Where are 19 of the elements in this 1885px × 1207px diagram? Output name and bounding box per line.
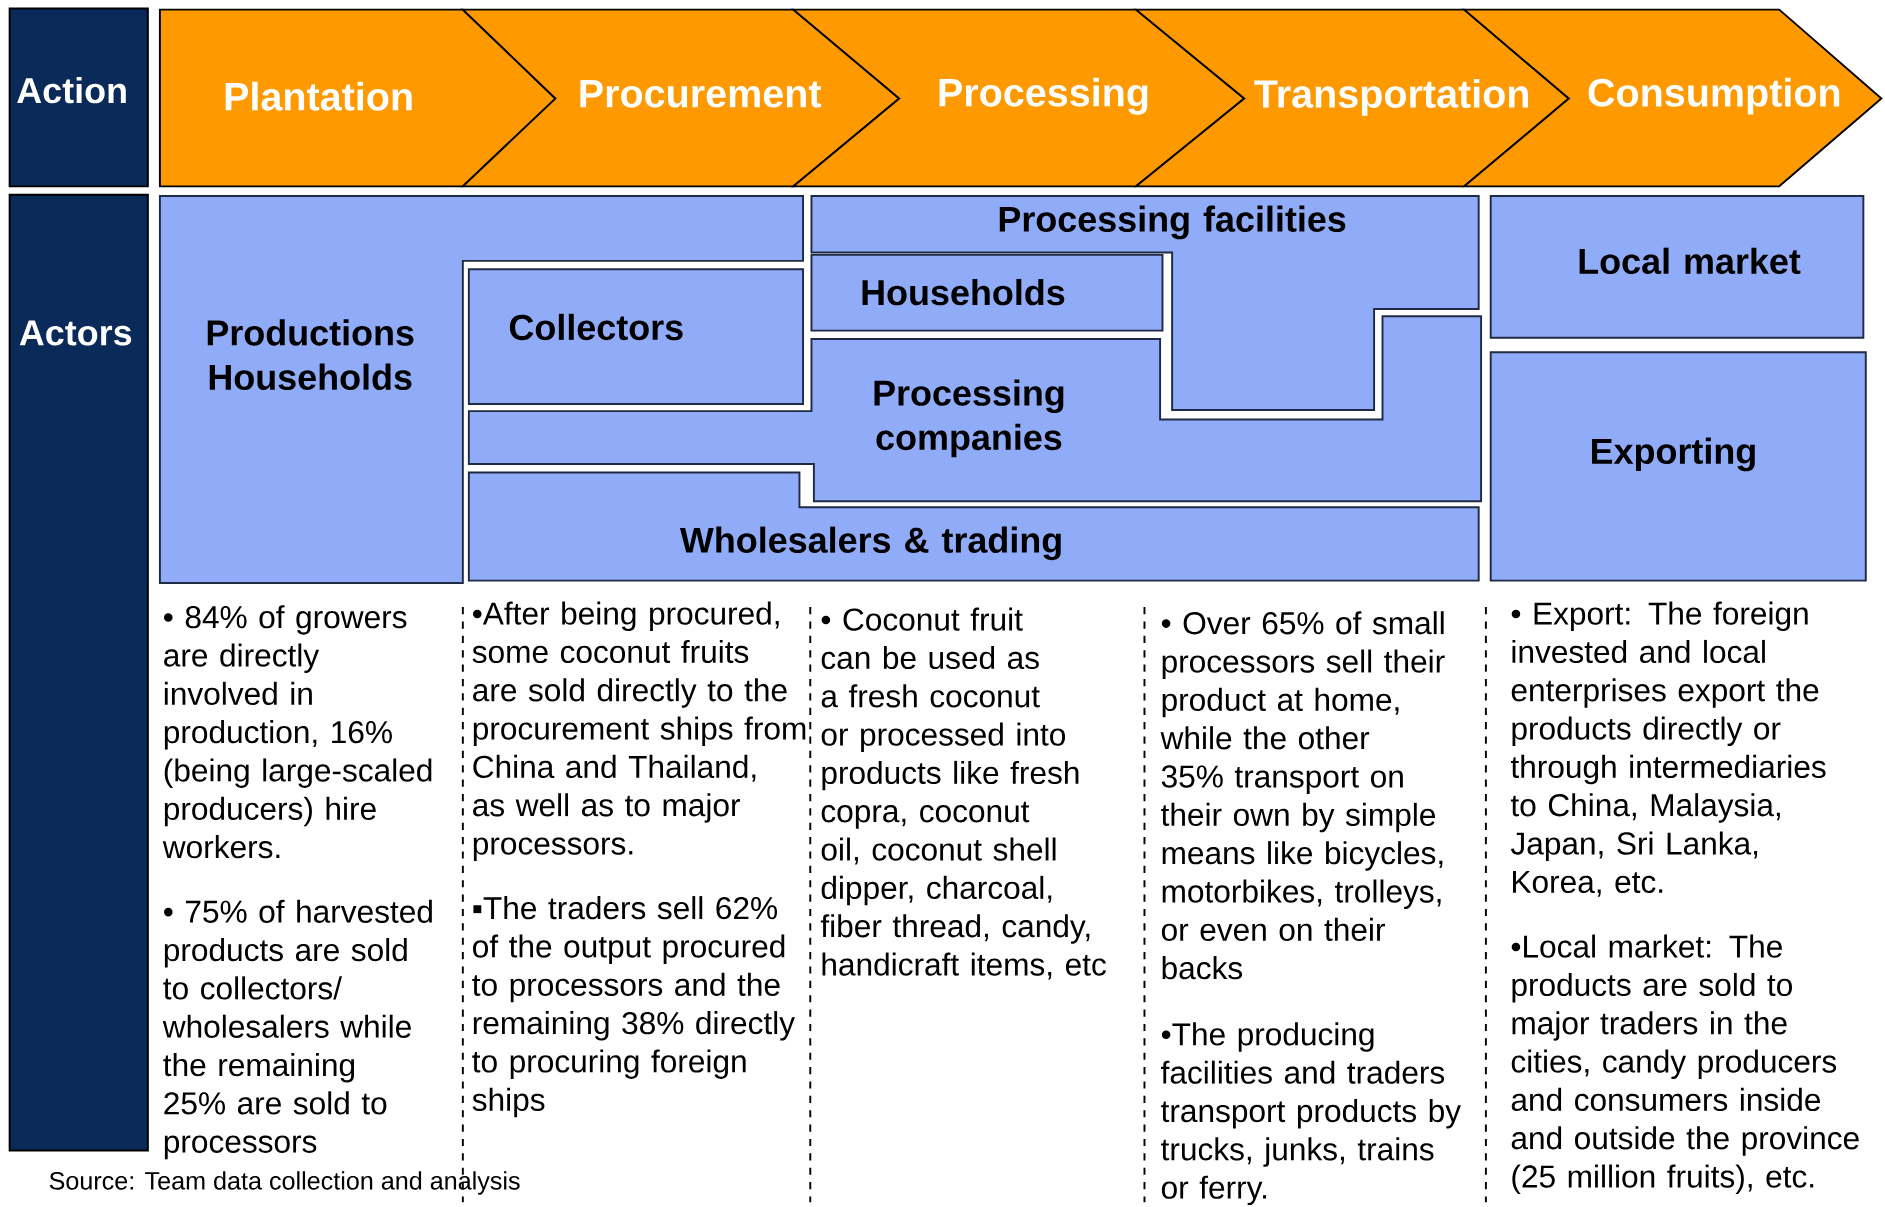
actor-box: Exporting (1489, 351, 1867, 582)
stage-banner: Procurement (460, 8, 901, 188)
actor-box: Wholesalers & trading (467, 471, 1480, 582)
actor-box: Households (810, 253, 1164, 332)
source-note: Source: Team data collection and analysis (49, 1171, 520, 1195)
bullet-text: •Local market: The products are sold to major traders in the cities, candy producers and consumers inside and outside the province (25 million fruits), etc. (1511, 934, 1859, 1194)
side-header-box: Actors (8, 193, 149, 1152)
bullet-text: • Export: The foreign invested and local enterprises export the products directly or through intermediaries to China, Malaysia, Japan, Sri Lanka, Korea, etc. (1510, 601, 1826, 897)
bullet-text: ▪The traders sell 62% of the output procured to processors and the remaining 38% directly to procuring foreign ships (472, 896, 795, 1118)
actor-box: Local market (1489, 195, 1865, 339)
bullet-text: • 84% of growers are directly involved in production, 16% (being large-scaled producers) hire workers. (162, 605, 432, 859)
stage-banner: Plantation (158, 8, 557, 188)
bullet-text: • Over 65% of small processors sell their product at home, while the other 35% transport on their own by simple means like bicycles, motorbikes, trolleys, or even on their backs (1160, 611, 1445, 980)
side-header-box: Action (8, 7, 149, 188)
node-label: Consumption (1588, 77, 1840, 115)
actor-box: Collectors (467, 268, 804, 405)
bullet-text: •After being procured, some coconut fruits are sold directly to the procurement ships from China and Thailand, as well as to major processors. (472, 601, 806, 862)
bullet-text: • Coconut fruit can be used as a fresh coconut or processed into products like fresh copra, coconut oil, coconut shell dipper, charcoal, fiber thread, candy, handicraft items, etc (820, 607, 1106, 980)
bullet-text: •The producing facilities and traders transport products by trucks, junks, trains or ferry. (1161, 1022, 1461, 1206)
